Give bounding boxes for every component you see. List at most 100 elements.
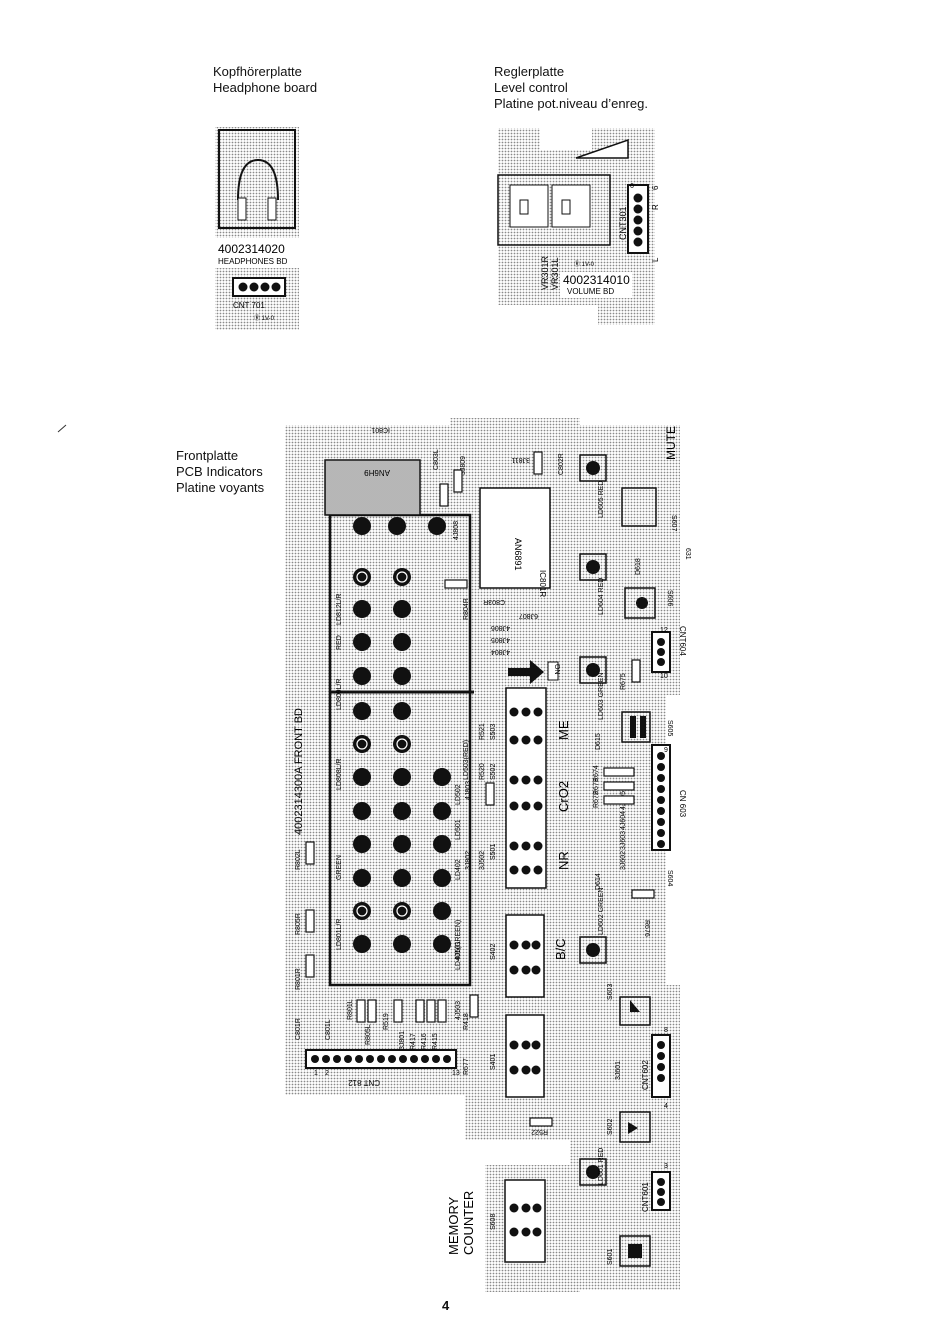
headphone-board: 4002314020 HEADPHONES BD CNT 701 Ⓡ 1V-0 [215,127,299,330]
pin3-label: 3 [664,1163,668,1170]
j603-label: 3J603 [620,831,627,850]
cnt301-pin-r: R [651,204,660,210]
s607-label: S607 [670,515,677,531]
headphone-caption-de: Kopfhörerplatte [213,64,302,79]
level-caption-en: Level control [494,80,568,95]
ld502-label: LD502 [455,784,462,805]
r674-label: R674 [593,765,600,782]
red-label: RED [336,635,343,650]
j602-label: 3J602 [620,851,627,870]
r519-label: R519 [383,1013,390,1030]
j601-label: 3J601 [615,1061,622,1080]
ld401-label: LD401(GREEN) [455,920,462,970]
c803r-label: C803R [483,598,505,605]
headphone-board-name: HEADPHONES BD [218,257,288,266]
j809-label: 3J809 [460,456,467,475]
counter-label: COUNTER [461,1191,476,1255]
level-part-no: 4002314010 [563,273,630,287]
memory-label: MEMORY [446,1196,461,1255]
pin2-label: 2 [325,1070,329,1077]
front-caption: Frontplatte PCB Indicators Platine voyan… [176,448,264,496]
ld605-label: LD605 RED [598,481,605,518]
c802r-label: C802R [558,453,565,475]
c801r-label: C801R [295,1018,302,1040]
s606-label: S606 [666,590,673,606]
r677-label: R677 [463,1058,470,1075]
switch-blocks [505,687,547,1098]
j805-label: 4J805 [491,636,510,643]
ld501-label: LD501 [455,819,462,840]
front-caption-de: Frontplatte [176,448,239,463]
r673-label: R673 [593,778,600,795]
j503-label: 4J503 [455,1001,462,1020]
cnt602-label: CNT602 [641,1060,650,1090]
pin13-label: 13 [452,1070,460,1077]
j502-label: 3J502 [479,851,486,870]
r802l-label: R802L [295,849,302,870]
led-matrix [353,517,451,953]
cnt701-connector [232,277,286,297]
j808-label: 4J808 [453,521,460,540]
cnt604-label: CNT604 [678,626,687,656]
cnt812-label: CNT 812 [348,1078,380,1087]
ld801-label: LD801L/R [336,918,343,950]
front-board: AN6H9 AN6891 IC801R [285,183,691,1292]
r801r-label: R801R [295,968,302,990]
ic801-label: IC801 [371,426,390,433]
j804-label: 4J804 [491,648,510,655]
s401-label: S401 [490,1054,497,1070]
v631-label: 631 [684,548,691,560]
cro2-label: CrO2 [556,781,571,812]
r415-label: R415 [432,1033,439,1050]
r805l-label: R805L [365,1024,372,1045]
r804r-label: R804R [463,598,470,620]
level-ul-mark: Ⓡ 1V-0 [574,260,595,268]
arrow-right-icon [508,660,544,684]
vr301l-label: VR301L [550,257,560,290]
ld601-label: LD601 RED [598,1148,605,1185]
s605-label: S605 [666,720,673,736]
level-caption-fr: Platine pot.niveau d’enreg. [494,96,648,111]
r805r-label: R805R [295,913,302,935]
r801l-label: R801L [347,999,354,1020]
cnt603-label: CN 603 [678,790,687,818]
c803l-label: C803L [433,449,440,470]
pin8-label: 8 [664,1027,668,1034]
r676-label: R676 [643,920,650,937]
headphone-caption: Kopfhörerplatte Headphone board [213,64,317,96]
headphone-caption-en: Headphone board [213,80,318,95]
r520-label: R520 [479,763,486,780]
on-label: ON [553,664,560,675]
c801l-label: C801L [325,1019,332,1040]
d614-label: D614 [595,873,602,890]
ld402-label: LD402 [455,859,462,880]
an6h9-label: AN6H9 [364,468,390,477]
headphone-icon [237,158,279,201]
vr301r-label: VR301R [540,255,550,290]
ld503-label: LD503(RED) [463,740,470,780]
green-label: GREEN [336,855,343,880]
ic-an6h9 [324,459,421,516]
j811-label: 3J811 [511,456,530,463]
r416-label: R416 [421,1033,428,1050]
j501-label: 4J501 [455,941,462,960]
j802-label: 3J802 [465,851,472,870]
play-icon [630,1000,640,1012]
an6891-label: AN6891 [513,538,523,571]
s603-label: S603 [607,984,614,1000]
r675-label: R675 [620,673,627,690]
me-label: ME [556,720,571,740]
pin4-label: 4 [664,1103,668,1110]
cnt301-pin6: 6 [651,185,660,190]
pin1-label: 1 [314,1070,318,1077]
s602-label: S602 [607,1119,614,1135]
ramp-icon [575,138,629,159]
d615-label: D615 [595,733,602,750]
ic801r-label: IC801R [538,570,547,597]
pin9-label: 9 [664,747,668,754]
ld812-label: LD812L/R [336,593,343,625]
pin6-label: 6 [630,183,634,190]
s503-label: S503 [490,724,497,740]
j803-label: 4J803 [465,781,472,800]
s608-switch [504,1179,546,1263]
